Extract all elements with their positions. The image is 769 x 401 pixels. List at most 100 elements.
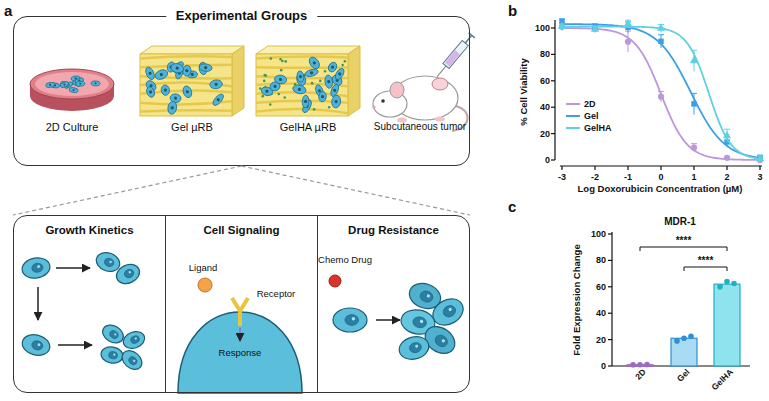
tick-label: 20: [540, 128, 550, 138]
gelha-scaffold: [256, 109, 348, 113]
axis-title: % Cell Viability: [519, 58, 530, 125]
gel-scaffold: [182, 65, 191, 77]
cell: [103, 257, 115, 268]
dose-response-chart: [551, 27, 555, 28]
panel-letter: a: [4, 2, 12, 19]
gelha-scaffold: [263, 80, 266, 83]
cultured-cell: [45, 76, 100, 93]
cell: [109, 260, 112, 263]
gelha-scaffold: [273, 84, 277, 88]
gelha-scaffold: [331, 95, 341, 109]
section-heading: Growth Kinetics: [14, 224, 165, 237]
drug-resistance-cells: [333, 279, 468, 362]
section-heading: Drug Resistance: [318, 224, 469, 237]
gel-scaffold: [161, 84, 171, 95]
gelha-scaffold: [324, 70, 327, 73]
gel-scaffold: [211, 92, 225, 107]
gelha-scaffold: [328, 106, 331, 109]
tick-label: 20: [596, 334, 606, 344]
gelha-scaffold: [338, 72, 342, 76]
group-label: GelHA µRB: [280, 121, 336, 134]
gelha-scaffold: [331, 95, 341, 109]
legend-swatch: [566, 127, 580, 129]
growth-arrow: [58, 344, 92, 346]
axis-title: Log Doxorubicin Concentration (µM): [578, 184, 743, 195]
dose-response-chart: [551, 133, 555, 134]
callout-label: Chemo Drug: [318, 255, 372, 266]
tick-label: 100: [535, 23, 550, 33]
gelha-scaffold: [307, 55, 321, 70]
cell: [433, 333, 450, 349]
gelha-scaffold: [256, 46, 360, 54]
gel-scaffold: [140, 56, 232, 58]
dose-response-chart: [625, 39, 631, 45]
tick-label: 60: [540, 76, 550, 86]
mouse-illustration: [381, 99, 385, 103]
signaling-cell: [238, 311, 242, 326]
cell: [118, 347, 145, 373]
gelha-scaffold: [278, 93, 281, 96]
gelha-scaffold: [256, 54, 348, 116]
gel-scaffold: [148, 71, 152, 75]
gelha-scaffold: [344, 60, 347, 63]
gelha-scaffold: [348, 46, 360, 116]
syringe: [445, 50, 460, 66]
syringe: [443, 40, 468, 68]
mouse-illustration: [372, 105, 375, 108]
dose-response-chart: [551, 54, 555, 55]
cell: [99, 322, 126, 347]
cell: [121, 329, 147, 352]
cell: [397, 333, 432, 362]
cell: [108, 329, 119, 340]
cell: [114, 333, 117, 336]
legend-entry: 2D: [566, 98, 612, 110]
cultured-cell: [59, 81, 69, 89]
cell: [113, 353, 116, 356]
gelha-scaffold: [330, 65, 334, 69]
syringe: [465, 35, 471, 43]
gelha-scaffold: [302, 95, 309, 108]
cell: [426, 294, 430, 298]
cell: [31, 262, 44, 273]
gelha-scaffold: [333, 88, 337, 92]
tick-label: 0: [601, 361, 606, 371]
cell: [100, 345, 124, 365]
gelha-scaffold: [310, 71, 314, 75]
cell: [100, 345, 124, 365]
gelha-scaffold: [296, 71, 304, 83]
gelha-scaffold: [324, 75, 333, 89]
expression-bar-chart: [608, 286, 612, 287]
dose-response-chart: [591, 25, 599, 32]
gelha-scaffold: [319, 80, 322, 83]
cell: [133, 359, 136, 362]
cell: [37, 265, 40, 268]
dose-response-chart: [551, 19, 764, 170]
legend-text: 2D: [584, 99, 596, 109]
dose-response-chart: [554, 20, 555, 160]
cell: [31, 340, 44, 352]
cell: [441, 339, 445, 343]
dose-response-chart: [594, 166, 595, 170]
gel-scaffold: [175, 66, 179, 70]
signaling-cell: [178, 312, 302, 393]
expression-bar-chart: [717, 284, 723, 290]
dose-response-chart: [691, 93, 697, 94]
cultured-cell: [45, 82, 55, 88]
gelha-scaffold: [265, 89, 269, 93]
tick-label: -3: [558, 172, 566, 182]
cell: [99, 322, 126, 347]
cell: [20, 256, 51, 281]
gelha-scaffold: [260, 86, 273, 97]
mouse-illustration: [390, 82, 404, 98]
gel-scaffold: [191, 73, 194, 76]
legend-entry: GelHA: [566, 122, 612, 134]
gel-scaffold: [164, 88, 168, 92]
gel-scaffold: [167, 101, 178, 115]
expression-bar-chart: [637, 362, 643, 368]
tick-label: 80: [596, 255, 606, 265]
gelha-scaffold: [312, 61, 316, 65]
readout-panel: Drug Resistance: [317, 215, 470, 393]
cell: [408, 341, 422, 354]
zoom-connector: [242, 166, 471, 215]
gel-scaffold: [232, 46, 244, 116]
